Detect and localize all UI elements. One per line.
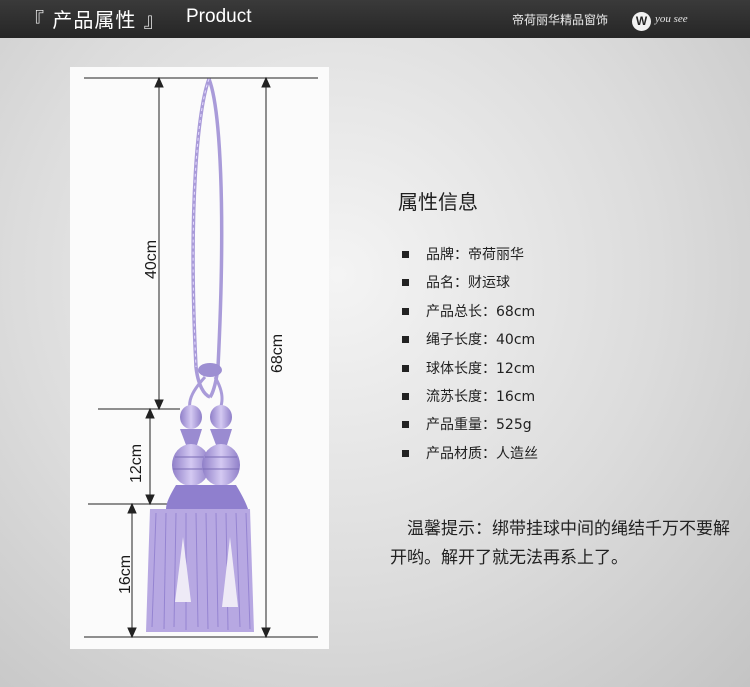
brand-name: 帝荷丽华精品窗饰 [512,13,609,27]
attribute-list: 品牌：帝荷丽华 品名：财运球 产品总长：68cm 绳子长度：40cm 球体长度：… [402,244,538,471]
attribute-item: 球体长度：12cm [402,358,538,386]
brand-logo-text: you see [655,13,688,25]
rope-length-label: 40cm [143,240,160,279]
care-tip: 温馨提示：绑带挂球中间的绳结千万不要解开哟。解开了就无法再系上了。 [390,519,730,568]
header-bar: 『 产品属性 』 Product 帝荷丽华精品窗饰 W you see [0,0,750,38]
bullet-icon [402,364,409,372]
attribute-item: 产品材质：人造丝 [402,443,538,471]
attribute-item: 产品总长：68cm [402,301,538,329]
attribute-item: 品名：财运球 [402,272,538,300]
info-title: 属性信息 [398,190,478,214]
ball-length-label: 12cm [128,444,145,483]
bullet-icon [402,336,409,344]
tassel-length-label: 16cm [117,555,134,594]
section-title: 『 产品属性 』 [24,8,165,32]
attribute-item: 流苏长度：16cm [402,386,538,414]
total-length-label: 68cm [269,334,286,373]
bullet-icon [402,421,409,429]
brand-logo-icon: W [632,12,651,31]
section-subtitle: Product [186,6,252,27]
attribute-item: 产品重量：525g [402,414,538,442]
product-photo: 40cm 68cm 12cm 16cm [70,67,329,649]
bullet-icon [402,392,409,400]
bullet-icon [402,449,409,457]
bullet-icon [402,279,409,287]
bullet-icon [402,251,409,258]
tassel-product [146,78,254,632]
attribute-item: 品牌：帝荷丽华 [402,244,538,272]
attribute-item: 绳子长度：40cm [402,329,538,357]
bullet-icon [402,307,409,315]
tassel-illustration: 40cm 68cm 12cm 16cm [84,76,318,639]
